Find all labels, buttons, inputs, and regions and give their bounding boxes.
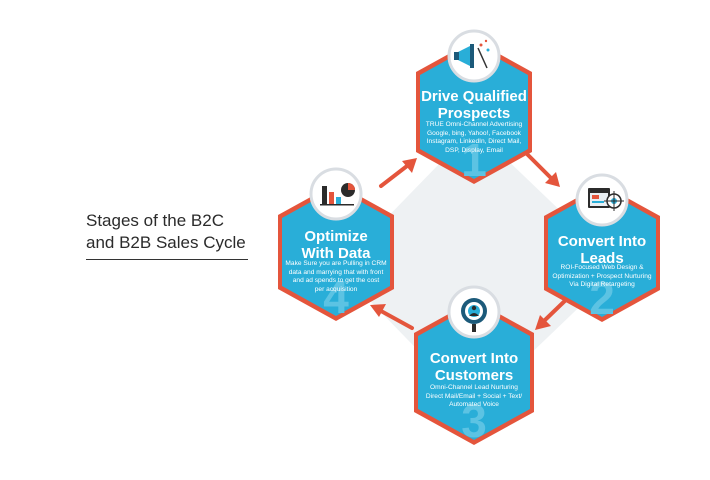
customer-target-icon xyxy=(461,298,487,332)
icon-badge xyxy=(309,167,363,221)
diamond-backdrop xyxy=(338,128,620,408)
stage-title-drive: Drive Qualified Prospects xyxy=(414,88,534,122)
stage-number-watermark: 3 xyxy=(461,395,487,447)
stage-body-leads: ROI-Focused Web Design & Optimization + … xyxy=(542,264,662,290)
stage-body-line: Omni-Channel Lead Nurturing xyxy=(430,384,518,391)
stage-body-drive: TRUE Omni-Channel Advertising Google, bi… xyxy=(414,121,534,155)
heading-underline xyxy=(86,259,248,260)
stage-body-line: Direct Mail/Email + Social + Text/ xyxy=(425,392,523,400)
stage-title-leads: Convert Into Leads xyxy=(542,233,662,267)
bar-pie-chart-icon xyxy=(320,183,355,206)
stage-number-watermark: 2 xyxy=(589,272,615,324)
stage-number-watermark: 4 xyxy=(323,271,349,323)
arrow-drive-to-leads xyxy=(524,151,560,187)
stage-body-line: Google, bing, Yahoo!, Facebook xyxy=(427,129,521,137)
stage-hexagon-leads: 2 xyxy=(544,173,660,324)
stage-title-line: Convert Into xyxy=(557,233,647,250)
stage-title-optimize: Optimize With Data xyxy=(276,228,396,262)
hex-fill xyxy=(282,188,390,316)
stage-title-line: Drive Qualified xyxy=(421,88,527,105)
web-browser-target-icon xyxy=(588,188,624,211)
stage-title-line: Customers xyxy=(434,367,514,384)
stage-title-line: Leads xyxy=(580,250,624,267)
hex-fill xyxy=(548,189,656,317)
heading-line-1: Stages of the B2C xyxy=(86,211,224,230)
stage-body-line: Instagram, LinkedIn, Direct Mail, xyxy=(426,138,522,145)
stage-body-line: Via Digital Retargeting xyxy=(569,281,635,288)
stage-body-line: per acquisition xyxy=(314,285,358,293)
stage-body-line: Automated Voice xyxy=(449,401,499,408)
cycle-arrows xyxy=(370,151,574,330)
stage-body-line: Optimization + Prospect Nurturing xyxy=(552,272,652,280)
stage-title-customers: Convert Into Customers xyxy=(414,350,534,384)
stage-body-line: DSP, Display, Email xyxy=(445,146,503,154)
hex-fill xyxy=(420,45,528,179)
arrow-customers-to-optimize xyxy=(370,304,414,330)
stage-body-line: Make Sure you are Pulling in CRM xyxy=(285,260,387,267)
stage-title-line: Prospects xyxy=(437,105,511,122)
hex-fill xyxy=(418,305,530,440)
megaphone-icon xyxy=(454,39,490,69)
arrow-optimize-to-drive xyxy=(379,158,417,188)
diagram-heading: Stages of the B2C and B2B Sales Cycle xyxy=(86,210,266,254)
stage-hexagon-customers: 3 xyxy=(414,285,534,447)
stage-body-line: data and marrying that with front xyxy=(288,268,384,276)
stage-number-watermark: 1 xyxy=(461,134,487,186)
stage-title-line: Optimize xyxy=(304,228,368,245)
stage-body-customers: Omni-Channel Lead Nurturing Direct Mail/… xyxy=(414,384,534,410)
stage-body-optimize: Make Sure you are Pulling in CRM data an… xyxy=(276,260,396,294)
stage-body-line: ROI-Focused Web Design & xyxy=(560,264,644,271)
stage-title-line: Convert Into xyxy=(429,350,519,367)
heading-line-2: and B2B Sales Cycle xyxy=(86,233,246,252)
stage-body-line: and ad spends to get the cost xyxy=(292,277,380,284)
stage-hexagon-drive: 1 xyxy=(416,29,532,186)
stage-title-line: With Data xyxy=(301,245,371,262)
stage-body-line: TRUE Omni-Channel Advertising xyxy=(425,121,523,128)
stage-hexagon-optimize: 4 xyxy=(278,167,394,323)
